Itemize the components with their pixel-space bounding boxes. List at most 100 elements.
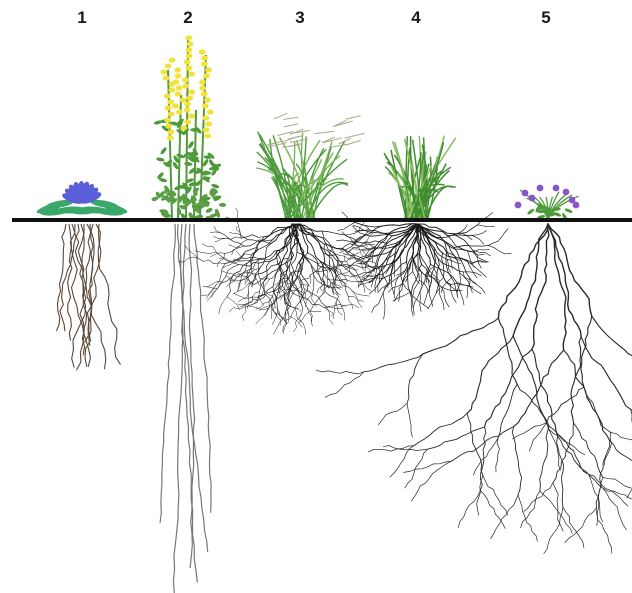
yellow-flower [167, 135, 174, 140]
root-segment [365, 235, 388, 237]
root-segment [458, 490, 480, 527]
root-segment [237, 276, 241, 291]
root-segment [428, 427, 485, 449]
plant-3 [179, 113, 385, 334]
root-segment [589, 474, 628, 506]
leaf [184, 162, 193, 167]
root-segment [203, 287, 218, 289]
root-segment [592, 316, 632, 365]
yellow-flower [164, 93, 171, 98]
root-segment [532, 224, 549, 349]
yellow-flower [165, 123, 172, 128]
seed-plume [345, 133, 365, 138]
root-segment [225, 235, 244, 246]
root-segment [488, 228, 508, 245]
leaf [68, 208, 96, 215]
root-segment [449, 256, 453, 269]
root-segment [395, 283, 403, 302]
yellow-flower [167, 99, 174, 104]
seed-plume [274, 113, 287, 119]
root-segment [548, 224, 566, 350]
root-segment [324, 308, 333, 319]
root-segment [405, 449, 428, 488]
root-segment [270, 270, 280, 279]
seed-plume [314, 131, 334, 133]
root-segment [627, 465, 632, 499]
root-segment [217, 253, 225, 266]
leaf [205, 207, 213, 214]
root-segment [483, 476, 508, 516]
root-segment [248, 306, 268, 310]
root-segment [457, 283, 464, 305]
root-segment [488, 245, 511, 254]
leaf [527, 208, 536, 216]
root-segment [467, 260, 477, 278]
plant-1 [36, 181, 129, 371]
root-segment [308, 253, 325, 268]
yellow-flower [201, 91, 208, 96]
root-segment [259, 304, 272, 310]
root-segment [345, 231, 359, 235]
root-segment [426, 276, 430, 290]
seed-plume [290, 139, 308, 142]
root-segment [459, 225, 467, 233]
root-segment [452, 427, 514, 462]
root-segment [420, 291, 421, 311]
root-segment [404, 461, 452, 472]
yellow-flower [202, 103, 209, 108]
root-segment [473, 250, 489, 252]
root-segment [565, 508, 597, 543]
root-segment [423, 318, 498, 354]
purple-flower [553, 185, 560, 192]
root-segment [233, 281, 241, 294]
yellow-flower [168, 111, 175, 116]
root-segment [571, 337, 581, 423]
purple-flower [515, 202, 522, 209]
root-segment [491, 495, 518, 539]
root-segment [342, 274, 351, 277]
root-segment [240, 300, 253, 307]
yellow-flower [184, 101, 191, 106]
root-segment [540, 491, 572, 534]
yellow-flower [203, 127, 210, 132]
yellow-flower [169, 57, 176, 62]
root-segment [308, 308, 322, 312]
yellow-flower [205, 121, 212, 126]
root-segment [256, 309, 268, 325]
root-segment [239, 292, 249, 301]
root-segment [412, 461, 452, 501]
root-segment [513, 224, 548, 336]
yellow-flower [199, 79, 206, 84]
root-segment [358, 263, 377, 269]
leaf [156, 157, 165, 162]
seed-plume [288, 135, 304, 139]
yellow-flower [186, 53, 193, 58]
yellow-flower [175, 73, 182, 78]
root-segment [219, 258, 234, 262]
root-segment [179, 257, 199, 262]
root-segment [358, 241, 387, 244]
root-segment [447, 235, 471, 236]
seed-plume [345, 140, 360, 145]
yellow-flower [167, 129, 174, 134]
root-segment [353, 291, 370, 296]
root-segment [348, 297, 352, 309]
seed-plume [284, 124, 299, 127]
root [68, 224, 72, 341]
root-segment [529, 423, 547, 452]
root-segment [312, 276, 314, 295]
root-segment [399, 284, 403, 302]
yellow-flower [160, 69, 167, 74]
root-segment [383, 446, 427, 451]
yellow-flower [185, 47, 192, 52]
root-segment [341, 305, 359, 308]
root-segment [310, 275, 311, 284]
yellow-flower [205, 67, 212, 72]
root-segment [316, 370, 364, 374]
yellow-flower [199, 85, 206, 90]
root-segment [299, 311, 311, 323]
yellow-flower [168, 87, 175, 92]
yellow-flower [202, 115, 209, 120]
root-segment [603, 478, 632, 495]
